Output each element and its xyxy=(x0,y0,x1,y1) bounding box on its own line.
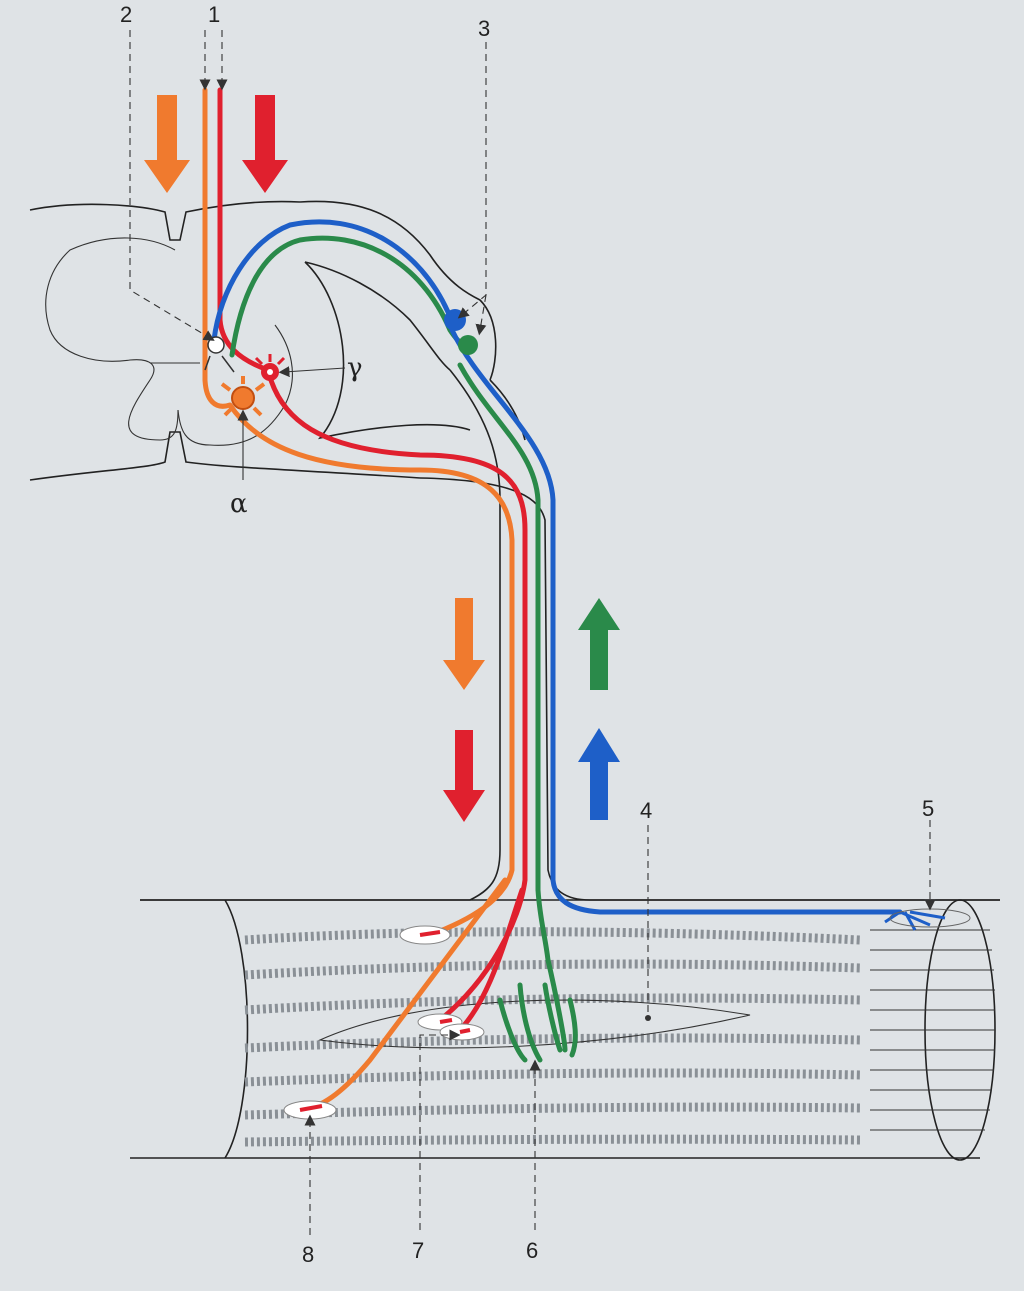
gamma-motor-branch xyxy=(455,887,525,1035)
ganglion-cell-blue xyxy=(444,309,466,331)
arrow-red-top xyxy=(242,95,288,193)
spinal-cord-section xyxy=(29,200,421,481)
arrow-orange-top xyxy=(144,95,190,193)
ganglion-cell-green xyxy=(458,335,478,355)
label-1: 1 xyxy=(208,2,220,27)
interneuron xyxy=(204,336,235,373)
arrow-red-down xyxy=(443,730,485,822)
alpha-motor-fiber xyxy=(202,87,515,938)
dorsal-root-outline xyxy=(140,200,1000,901)
label-3: 3 xyxy=(478,16,490,41)
secondary-afferent-ending xyxy=(497,982,578,1063)
alpha-motor-branch xyxy=(302,877,508,1113)
arrow-orange-down xyxy=(443,598,485,690)
label-4: 4 xyxy=(640,798,652,823)
label-8: 8 xyxy=(302,1242,314,1267)
label-2: 2 xyxy=(120,2,132,27)
arrow-blue-up xyxy=(578,728,620,820)
muscle xyxy=(130,899,1000,1161)
gamma-motor-fiber xyxy=(217,87,528,1023)
arrow-green-up xyxy=(578,598,620,690)
alpha-motor-neuron xyxy=(220,376,266,417)
secondary-afferent-peripheral xyxy=(457,362,568,1053)
label-5: 5 xyxy=(922,796,934,821)
label-gamma: γ xyxy=(347,353,363,383)
label-alpha: α xyxy=(230,489,248,519)
secondary-afferent-fiber xyxy=(229,235,475,358)
primary-afferent-peripheral xyxy=(449,327,903,915)
gamma-motor-neuron xyxy=(254,354,286,381)
label-7: 7 xyxy=(412,1238,424,1263)
tendon-organ xyxy=(884,908,971,931)
label-6: 6 xyxy=(526,1238,538,1263)
